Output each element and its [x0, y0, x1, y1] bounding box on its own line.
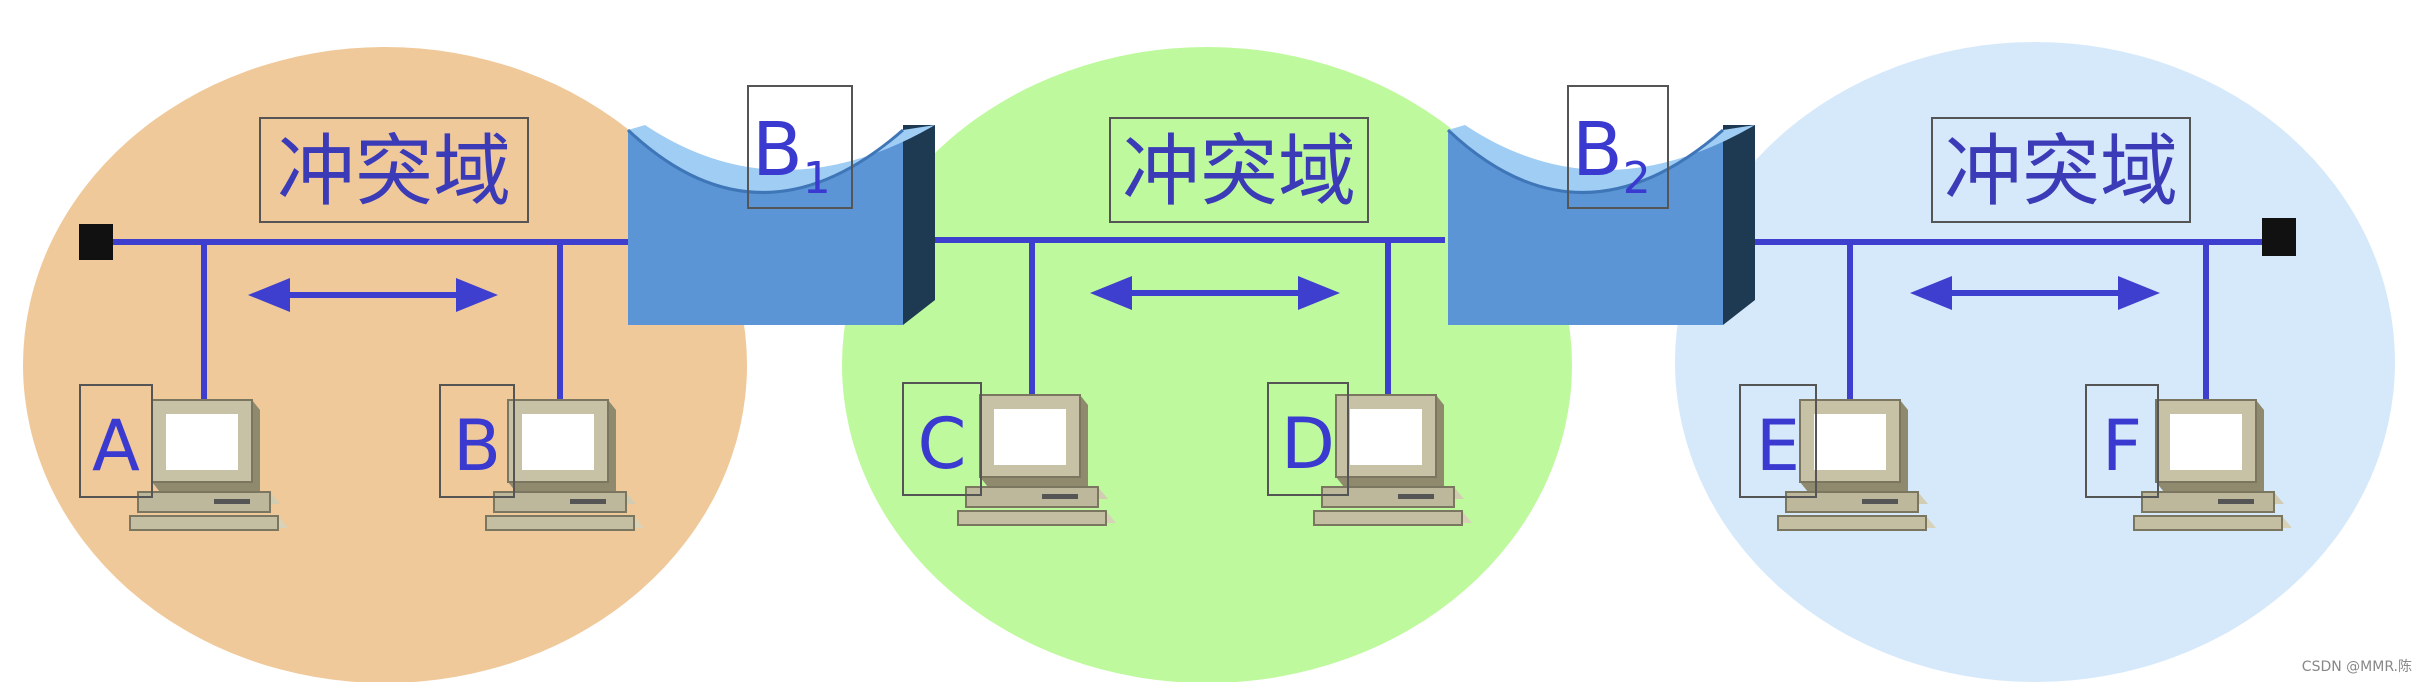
host-a: A	[79, 384, 289, 531]
bridge-label: B2	[1572, 107, 1651, 204]
collision-domain-text: 冲突域	[1122, 127, 1356, 217]
bridge-icon	[1446, 125, 1755, 325]
collision-domain-label-right: 冲突域	[1931, 117, 2191, 223]
collision-domain-text: 冲突域	[1944, 127, 2178, 217]
host-b: B	[439, 384, 645, 531]
collision-domain-text: 冲突域	[277, 127, 511, 217]
bus-terminator-icon	[79, 224, 113, 260]
host-c: C	[902, 382, 1117, 526]
host-f: F	[2085, 384, 2293, 531]
host-label: F	[2102, 405, 2142, 487]
host-e: E	[1739, 384, 1937, 531]
watermark: CSDN @MMR.陈	[2301, 659, 2412, 675]
host-label: C	[918, 403, 967, 485]
bus-terminator-icon	[2262, 218, 2296, 256]
double-arrow-icon	[1090, 276, 1340, 310]
host-label: A	[92, 405, 140, 487]
collision-domain-label-middle: 冲突域	[1109, 117, 1369, 223]
host-label: B	[453, 405, 501, 487]
bridge-label: B1	[752, 107, 831, 204]
host-label: E	[1756, 405, 1800, 487]
collision-domain-label-left: 冲突域	[259, 117, 529, 223]
bridge-b1: B1	[626, 85, 935, 325]
bridge-icon	[626, 125, 935, 325]
host-label: D	[1281, 403, 1335, 485]
double-arrow-icon	[248, 278, 498, 312]
host-d: D	[1267, 382, 1473, 526]
bridge-b2: B2	[1446, 85, 1755, 325]
double-arrow-icon	[1910, 276, 2160, 310]
